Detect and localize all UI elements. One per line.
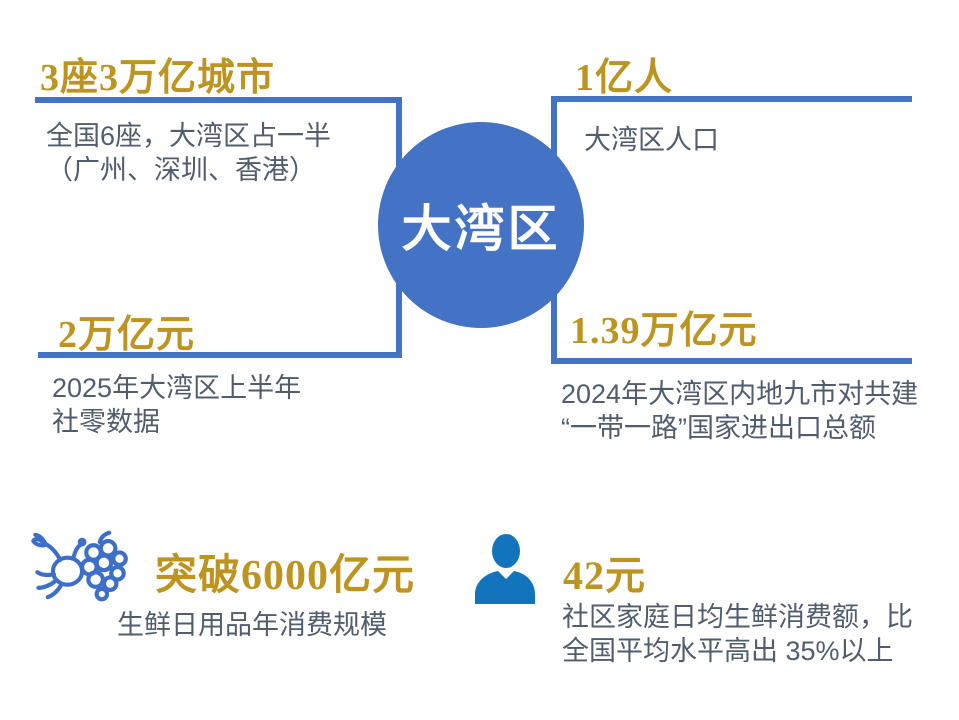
description-line: 2024年大湾区内地九市对共建	[561, 379, 919, 409]
connector-line-top-left	[35, 97, 402, 103]
stat-description-retail: 2025年大湾区上半年 社零数据	[52, 371, 301, 439]
stat-headline-trillion-cities: 3座3万亿城市	[40, 57, 276, 99]
description-line: “一带一路”国家进出口总额	[561, 413, 876, 443]
stat-description-population: 大湾区人口	[584, 123, 719, 157]
stat-headline-population: 1亿人	[575, 57, 674, 99]
stat-description-trade: 2024年大湾区内地九市对共建 “一带一路”国家进出口总额	[561, 377, 918, 445]
description-line: 大湾区人口	[584, 125, 719, 155]
seafood-produce-icon	[28, 528, 132, 609]
connector-line-top-right	[551, 96, 912, 102]
description-line: 2025年大湾区上半年	[52, 373, 302, 403]
description-line: （广州、深圳、香港）	[46, 155, 316, 185]
person-icon	[472, 534, 538, 609]
stat-headline-fresh-consumption: 突破6000亿元	[155, 553, 416, 599]
stat-description-fresh-consumption: 生鲜日用品年消费规模	[117, 608, 387, 642]
stat-headline-daily-spend: 42元	[563, 553, 646, 598]
description-line: 全国6座，大湾区占一半	[46, 121, 332, 151]
center-circle-label: 大湾区	[401, 201, 561, 257]
description-line: 社区家庭日均生鲜消费额，比	[562, 602, 913, 632]
connector-line-bottom-right	[551, 358, 912, 364]
stat-description-trillion-cities: 全国6座，大湾区占一半 （广州、深圳、香港）	[46, 119, 331, 187]
center-circle: 大湾区	[378, 122, 584, 328]
stat-headline-retail: 2万亿元	[58, 314, 196, 356]
description-line: 生鲜日用品年消费规模	[117, 610, 387, 640]
description-line: 社零数据	[52, 407, 160, 437]
stat-headline-trade: 1.39万亿元	[570, 310, 758, 352]
stat-description-daily-spend: 社区家庭日均生鲜消费额，比 全国平均水平高出 35%以上	[562, 600, 913, 668]
connector-line-bottom-left	[38, 352, 402, 358]
description-line: 全国平均水平高出 35%以上	[562, 636, 894, 666]
